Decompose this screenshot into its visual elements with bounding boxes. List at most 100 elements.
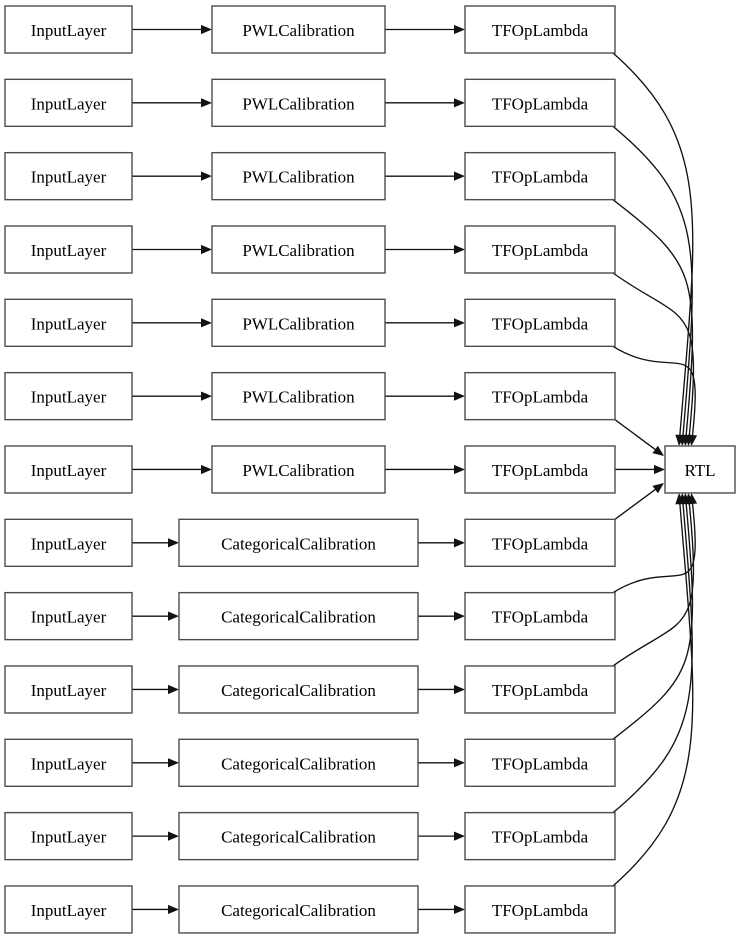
node-tf-op-lambda-3[interactable]: TFOpLambda (464, 151, 616, 201)
node-tf-op-lambda-5-label: TFOpLambda (492, 314, 589, 333)
node-input-layer-5[interactable]: InputLayer (4, 298, 133, 348)
edge-lambda-13-to-rtl-arrowhead (675, 492, 685, 505)
node-input-layer-10-box (4, 665, 133, 714)
node-tf-op-lambda-13[interactable]: TFOpLambda (464, 885, 616, 934)
node-calibration-10[interactable]: CategoricalCalibration (178, 665, 419, 714)
node-input-layer-9[interactable]: InputLayer (4, 591, 133, 641)
node-calibration-13[interactable]: CategoricalCalibration (178, 885, 419, 934)
edge-calibration-1-to-lambda-arrowhead (454, 24, 465, 35)
node-tf-op-lambda-12-label: TFOpLambda (492, 828, 589, 847)
node-tf-op-lambda-10-box (464, 665, 616, 714)
node-input-layer-9-label: InputLayer (31, 608, 107, 627)
node-calibration-4[interactable]: PWLCalibration (211, 225, 386, 274)
node-tf-op-lambda-11[interactable]: TFOpLambda (464, 738, 616, 787)
node-input-layer-4[interactable]: InputLayer (4, 225, 133, 274)
node-tf-op-lambda-1-box (464, 5, 616, 54)
edge-calibration-12-to-lambda-arrowhead (454, 831, 465, 841)
node-tf-op-lambda-5[interactable]: TFOpLambda (464, 298, 616, 348)
node-calibration-3-box (211, 151, 386, 201)
edge-lambda-8-to-rtl-arrowhead (652, 482, 664, 494)
node-calibration-2-box (211, 78, 386, 128)
node-input-layer-4-box (4, 225, 133, 274)
edge-lambda-5-to-rtl-arrowhead (687, 434, 698, 446)
node-input-layer-12-label: InputLayer (31, 828, 107, 847)
node-tf-op-lambda-11-box (464, 738, 616, 787)
edge-lambda-13-to-rtl (612, 503, 694, 887)
node-input-layer-13-label: InputLayer (31, 901, 107, 920)
edge-input-10-to-calibration-arrowhead (168, 684, 179, 695)
node-input-layer-1[interactable]: InputLayer (4, 5, 133, 54)
node-calibration-2[interactable]: PWLCalibration (211, 78, 386, 128)
edge-input-8-to-calibration-arrowhead (168, 538, 179, 548)
edge-input-2-to-calibration-arrowhead (201, 98, 212, 108)
node-input-layer-3[interactable]: InputLayer (4, 151, 133, 201)
node-input-layer-3-label: InputLayer (31, 168, 107, 187)
node-tf-op-lambda-4-box (464, 225, 616, 274)
node-input-layer-6-label: InputLayer (31, 388, 107, 407)
edge-input-13-to-calibration-arrowhead (168, 904, 179, 915)
node-input-layer-8[interactable]: InputLayer (4, 518, 133, 568)
node-tf-op-lambda-6[interactable]: TFOpLambda (464, 371, 616, 421)
node-calibration-8-label: CategoricalCalibration (221, 534, 376, 553)
node-rtl[interactable]: RTL (664, 445, 736, 494)
node-tf-op-lambda-9[interactable]: TFOpLambda (464, 591, 616, 641)
edge-calibration-13-to-lambda-arrowhead (454, 904, 465, 915)
edge-calibration-9-to-lambda-arrowhead (454, 611, 465, 621)
node-tf-op-lambda-2[interactable]: TFOpLambda (464, 78, 616, 128)
node-input-layer-5-label: InputLayer (31, 314, 107, 333)
node-calibration-12[interactable]: CategoricalCalibration (178, 811, 419, 861)
edge-calibration-11-to-lambda-arrowhead (454, 758, 465, 768)
node-calibration-3-label: PWLCalibration (242, 168, 355, 187)
node-calibration-12-box (178, 811, 419, 861)
edge-calibration-2-to-lambda-arrowhead (454, 98, 465, 108)
node-input-layer-2[interactable]: InputLayer (4, 78, 133, 128)
edge-lambda-1-to-rtl (612, 52, 694, 436)
node-tf-op-lambda-7[interactable]: TFOpLambda (464, 445, 616, 494)
node-input-layer-12[interactable]: InputLayer (4, 811, 133, 861)
node-calibration-12-label: CategoricalCalibration (221, 828, 376, 847)
node-input-layer-1-label: InputLayer (31, 21, 107, 40)
node-input-layer-2-label: InputLayer (31, 94, 107, 113)
node-tf-op-lambda-1[interactable]: TFOpLambda (464, 5, 616, 54)
node-tf-op-lambda-4[interactable]: TFOpLambda (464, 225, 616, 274)
node-rtl-label: RTL (684, 461, 715, 480)
node-tf-op-lambda-10[interactable]: TFOpLambda (464, 665, 616, 714)
node-input-layer-10[interactable]: InputLayer (4, 665, 133, 714)
node-input-layer-7-box (4, 445, 133, 494)
node-input-layer-13-box (4, 885, 133, 934)
node-input-layer-7[interactable]: InputLayer (4, 445, 133, 494)
node-calibration-6[interactable]: PWLCalibration (211, 371, 386, 421)
node-tf-op-lambda-9-label: TFOpLambda (492, 608, 589, 627)
node-input-layer-13[interactable]: InputLayer (4, 885, 133, 934)
node-input-layer-11[interactable]: InputLayer (4, 738, 133, 787)
node-calibration-11[interactable]: CategoricalCalibration (178, 738, 419, 787)
edge-input-5-to-calibration-arrowhead (201, 318, 212, 328)
edge-calibration-6-to-lambda-arrowhead (454, 391, 465, 401)
node-calibration-1[interactable]: PWLCalibration (211, 5, 386, 54)
node-calibration-5[interactable]: PWLCalibration (211, 298, 386, 348)
node-calibration-7[interactable]: PWLCalibration (211, 445, 386, 494)
node-calibration-3[interactable]: PWLCalibration (211, 151, 386, 201)
node-tf-op-lambda-12[interactable]: TFOpLambda (464, 811, 616, 861)
node-tf-op-lambda-8[interactable]: TFOpLambda (464, 518, 616, 568)
node-input-layer-6[interactable]: InputLayer (4, 371, 133, 421)
node-calibration-9[interactable]: CategoricalCalibration (178, 591, 419, 641)
node-tf-op-lambda-7-label: TFOpLambda (492, 461, 589, 480)
node-tf-op-lambda-12-box (464, 811, 616, 861)
node-calibration-8-box (178, 518, 419, 568)
edge-lambda-6-to-rtl-arrowhead (652, 445, 664, 456)
node-calibration-5-box (211, 298, 386, 348)
node-tf-op-lambda-11-label: TFOpLambda (492, 754, 589, 773)
edge-input-3-to-calibration-arrowhead (201, 171, 212, 181)
node-tf-op-lambda-8-box (464, 518, 616, 568)
node-calibration-11-box (178, 738, 419, 787)
edge-input-9-to-calibration-arrowhead (168, 611, 179, 621)
node-calibration-4-box (211, 225, 386, 274)
edge-lambda-12-to-rtl (612, 503, 693, 814)
node-tf-op-lambda-8-label: TFOpLambda (492, 534, 589, 553)
edge-lambda-6-to-rtl (614, 419, 656, 450)
node-calibration-8[interactable]: CategoricalCalibration (178, 518, 419, 568)
node-calibration-5-label: PWLCalibration (242, 314, 355, 333)
